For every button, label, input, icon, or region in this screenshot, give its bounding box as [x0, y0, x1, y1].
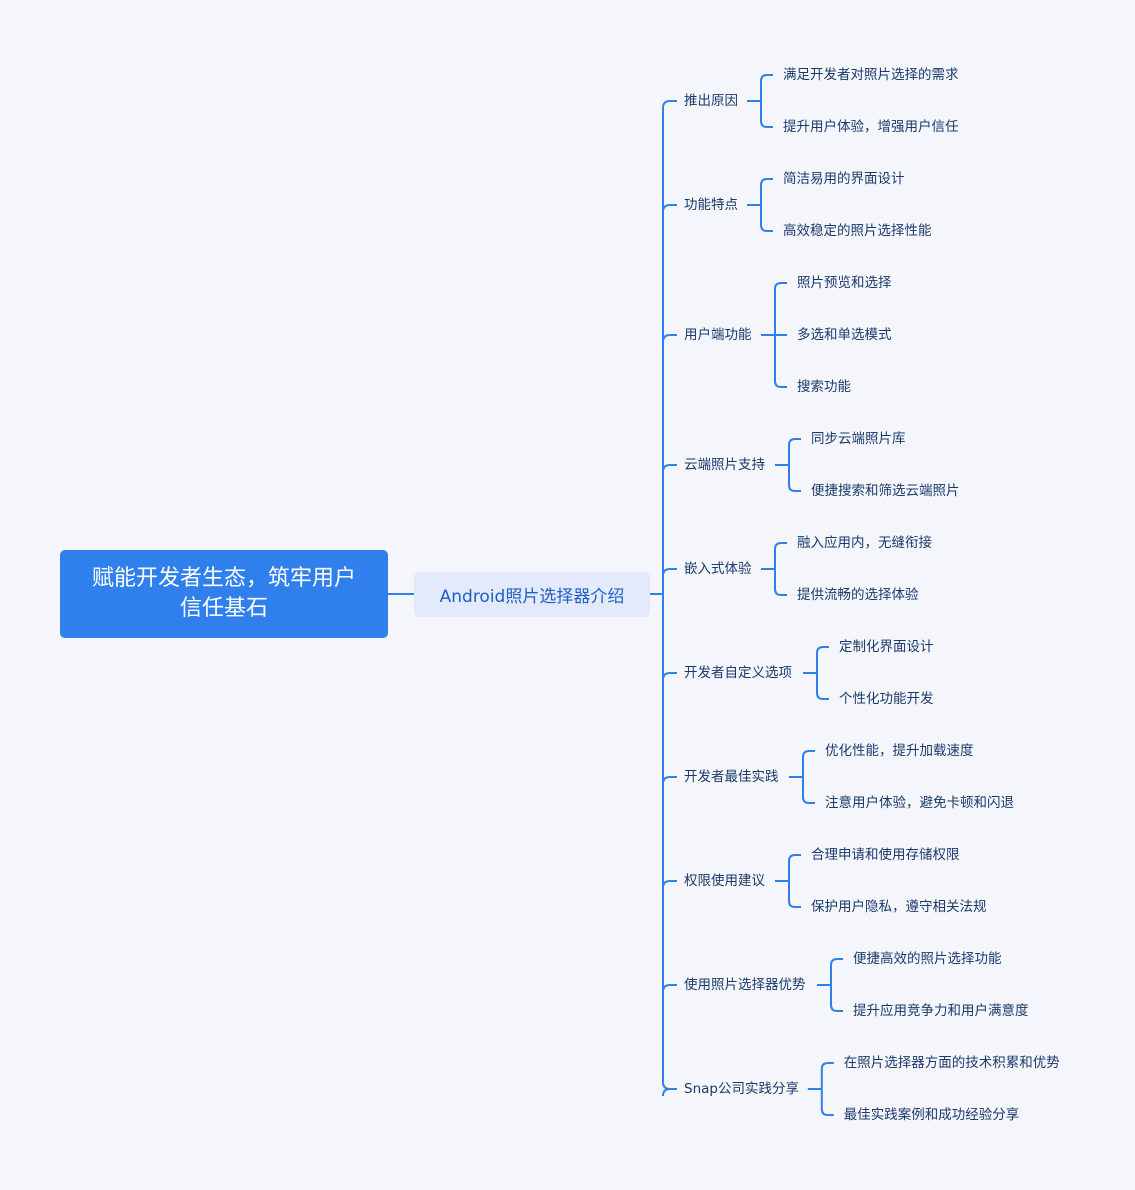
leaf-node[interactable]: 照片预览和选择 — [797, 275, 892, 291]
branch-node[interactable]: 开发者最佳实践 — [684, 769, 779, 785]
leaf-node[interactable]: 高效稳定的照片选择性能 — [783, 223, 932, 239]
leaf-node[interactable]: 注意用户体验，避免卡顿和闪退 — [825, 795, 1014, 811]
bracket-line — [816, 646, 829, 700]
branch-node[interactable]: 嵌入式体验 — [684, 561, 752, 577]
bracket-line — [774, 542, 787, 596]
bracket-line — [820, 1062, 834, 1116]
leaf-node[interactable]: 保护用户隐私，遵守相关法规 — [811, 899, 987, 915]
spine-to-branch-line — [662, 776, 677, 785]
root-node[interactable]: 赋能开发者生态，筑牢用户信任基石 — [60, 550, 388, 638]
branch-node[interactable]: 云端照片支持 — [684, 457, 765, 473]
leaf-node[interactable]: 便捷高效的照片选择功能 — [853, 951, 1002, 967]
leaf-node[interactable]: 搜索功能 — [797, 379, 851, 395]
leaf-node[interactable]: 同步云端照片库 — [811, 431, 906, 447]
leaf-node[interactable]: 最佳实践案例和成功经验分享 — [843, 1107, 1020, 1123]
center-node-label: Android照片选择器介绍 — [439, 587, 625, 607]
leaf-node[interactable]: 合理申请和使用存储权限 — [811, 847, 960, 863]
branch-node[interactable]: 功能特点 — [684, 197, 738, 213]
leaf-node[interactable]: 多选和单选模式 — [797, 327, 892, 343]
leaf-node[interactable]: 融入应用内，无缝衔接 — [797, 535, 932, 551]
branch-node[interactable]: 使用照片选择器优势 — [684, 977, 806, 993]
bracket-line — [760, 178, 773, 232]
bracket-line — [760, 74, 773, 128]
spine-to-branch-line — [662, 334, 677, 343]
leaf-node[interactable]: 满足开发者对照片选择的需求 — [783, 67, 959, 83]
spine-to-branch-line — [662, 100, 677, 109]
branch-node[interactable]: 开发者自定义选项 — [684, 665, 792, 681]
bracket-line — [802, 750, 815, 804]
spine-line — [662, 108, 671, 1090]
leaf-node[interactable]: 提升用户体验，增强用户信任 — [783, 119, 959, 135]
leaf-node[interactable]: 便捷搜索和筛选云端照片 — [811, 483, 960, 499]
bracket-line — [788, 854, 801, 908]
spine-to-branch-line — [662, 464, 677, 473]
bracket-line — [830, 958, 843, 1012]
leaf-node[interactable]: 提升应用竞争力和用户满意度 — [853, 1003, 1029, 1019]
spine-to-branch-line — [662, 672, 677, 681]
spine-to-branch-line — [662, 1088, 677, 1097]
leaf-node[interactable]: 在照片选择器方面的技术积累和优势 — [843, 1055, 1060, 1071]
leaf-node[interactable]: 简洁易用的界面设计 — [783, 171, 905, 187]
spine-to-branch-line — [662, 204, 677, 213]
spine-to-branch-line — [662, 880, 677, 889]
spine-to-branch-line — [662, 568, 677, 577]
branch-node[interactable]: Snap公司实践分享 — [684, 1081, 799, 1097]
leaf-node[interactable]: 优化性能，提升加载速度 — [825, 743, 974, 759]
center-node[interactable]: Android照片选择器介绍 — [414, 572, 650, 617]
leaf-node[interactable]: 个性化功能开发 — [839, 691, 934, 707]
branch-node[interactable]: 用户端功能 — [684, 327, 752, 343]
leaf-node[interactable]: 定制化界面设计 — [839, 639, 934, 655]
branch-node[interactable]: 权限使用建议 — [684, 873, 765, 889]
branch-node[interactable]: 推出原因 — [684, 93, 738, 109]
leaf-node[interactable]: 提供流畅的选择体验 — [797, 587, 919, 603]
bracket-line — [788, 438, 801, 492]
spine-to-branch-line — [662, 984, 677, 993]
root-node-label: 赋能开发者生态，筑牢用户信任基石 — [91, 566, 356, 621]
